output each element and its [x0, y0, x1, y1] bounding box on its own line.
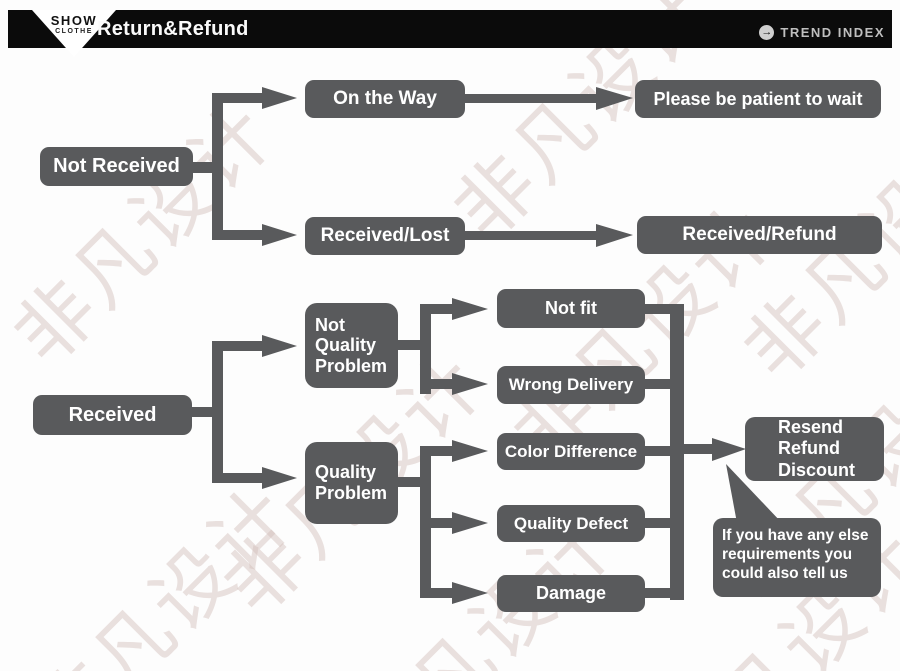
node-resend-refund-discount: Resend Refund Discount [745, 417, 884, 481]
brand-triangle-logo [32, 10, 116, 57]
node-wrong-delivery: Wrong Delivery [497, 366, 645, 404]
node-received-refund: Received/Refund [637, 216, 882, 254]
page-title: Return&Refund [97, 18, 249, 40]
node-please-be-patient: Please be patient to wait [635, 80, 881, 118]
node-damage: Damage [497, 575, 645, 612]
node-not-received: Not Received [40, 147, 193, 186]
arrow-right-circle-icon: → [759, 25, 775, 40]
node-received: Received [33, 395, 192, 435]
node-quality-defect: Quality Defect [497, 505, 645, 542]
brand-name: SHOW [50, 13, 98, 28]
header-bar [8, 10, 892, 48]
trend-index-badge: → TREND INDEX [759, 25, 885, 40]
node-received-lost: Received/Lost [305, 217, 465, 255]
note-speech-bubble: If you have any else requirements you co… [713, 518, 881, 597]
node-on-the-way: On the Way [305, 80, 465, 118]
node-not-quality-problem: Not Quality Problem [305, 303, 398, 388]
node-color-difference: Color Difference [497, 433, 645, 470]
brand-subname: CLOTHE [55, 28, 93, 35]
node-not-fit: Not fit [497, 289, 645, 328]
node-quality-problem: Quality Problem [305, 442, 398, 524]
trend-index-label: TREND INDEX [780, 25, 885, 40]
